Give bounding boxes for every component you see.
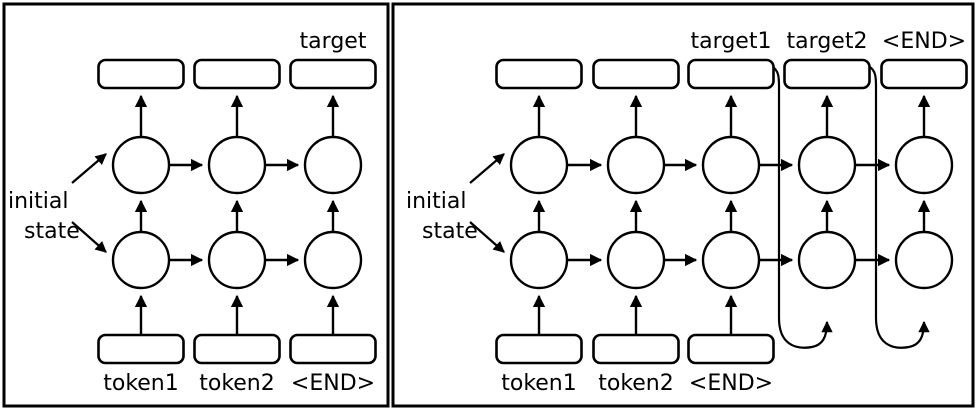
output-label-target1: target1 xyxy=(691,29,772,54)
initial-state-label-line2: state xyxy=(422,219,478,244)
output-box[interactable] xyxy=(289,58,377,90)
rnn-cell-lower[interactable] xyxy=(606,230,666,290)
rnn-cell-lower[interactable] xyxy=(303,230,363,290)
input-label-token2: token2 xyxy=(598,371,674,396)
initial-state-label-line1: initial xyxy=(8,189,69,214)
rnn-cell-upper[interactable] xyxy=(303,135,363,195)
rnn-cell-upper[interactable] xyxy=(207,135,267,195)
rnn-cell-upper[interactable] xyxy=(509,135,569,195)
left-lower-nodes xyxy=(111,230,363,290)
rnn-cell-upper[interactable] xyxy=(606,135,666,195)
rnn-cell-upper[interactable] xyxy=(797,135,857,195)
rnn-cell-lower[interactable] xyxy=(894,230,954,290)
feedback-loop-target2-to-col5 xyxy=(867,64,930,349)
output-box[interactable] xyxy=(592,58,680,90)
output-box[interactable] xyxy=(193,58,281,90)
rnn-cell-lower[interactable] xyxy=(509,230,569,290)
rnn-cell-lower[interactable] xyxy=(207,230,267,290)
right-input-boxes xyxy=(495,333,775,365)
output-label-target2: target2 xyxy=(787,29,868,54)
right-lower-nodes xyxy=(509,230,954,290)
output-box[interactable] xyxy=(687,58,775,90)
input-box[interactable] xyxy=(592,333,680,365)
edge-initial-state-upper xyxy=(71,153,107,184)
input-box[interactable] xyxy=(289,333,377,365)
input-box[interactable] xyxy=(97,333,185,365)
rnn-cell-upper[interactable] xyxy=(894,135,954,195)
left-lower-to-upper-edges xyxy=(134,199,340,232)
initial-state-label-line1: initial xyxy=(406,189,467,214)
left-initial-state-arrows xyxy=(71,153,107,253)
left-upper-nodes xyxy=(111,135,363,195)
input-box[interactable] xyxy=(193,333,281,365)
right-input-to-lower-edges xyxy=(532,294,738,335)
input-label-token1: token1 xyxy=(103,371,179,396)
rnn-cell-lower[interactable] xyxy=(797,230,857,290)
right-upper-nodes xyxy=(509,135,954,195)
right-lower-to-upper-edges xyxy=(532,199,931,232)
edge-initial-state-upper xyxy=(469,153,505,184)
initial-state-label-line2: state xyxy=(24,219,80,244)
output-box[interactable] xyxy=(495,58,583,90)
rnn-cell-lower[interactable] xyxy=(701,230,761,290)
right-initial-state-arrows xyxy=(469,153,505,253)
left-input-boxes xyxy=(97,333,377,365)
input-box[interactable] xyxy=(687,333,775,365)
input-label-end: <END> xyxy=(689,371,773,396)
right-feedback-edges xyxy=(770,64,930,349)
feedback-loop-target1-to-col4 xyxy=(770,64,833,349)
edge-initial-state-lower xyxy=(71,221,107,253)
output-box[interactable] xyxy=(880,58,968,90)
input-label-end: <END> xyxy=(291,371,375,396)
input-label-token2: token2 xyxy=(199,371,275,396)
rnn-cell-upper[interactable] xyxy=(111,135,171,195)
output-label-end: <END> xyxy=(882,29,966,54)
right-upper-to-output-edges xyxy=(532,94,931,137)
right-output-boxes xyxy=(495,58,968,90)
output-box[interactable] xyxy=(97,58,185,90)
left-input-to-lower-edges xyxy=(134,294,340,335)
rnn-cell-upper[interactable] xyxy=(701,135,761,195)
output-box[interactable] xyxy=(783,58,871,90)
input-label-token1: token1 xyxy=(501,371,577,396)
input-box[interactable] xyxy=(495,333,583,365)
edge-initial-state-lower xyxy=(469,221,505,253)
left-output-boxes xyxy=(97,58,377,90)
left-upper-to-output-edges xyxy=(134,94,340,137)
rnn-cell-lower[interactable] xyxy=(111,230,171,290)
output-label-target: target xyxy=(300,29,367,54)
